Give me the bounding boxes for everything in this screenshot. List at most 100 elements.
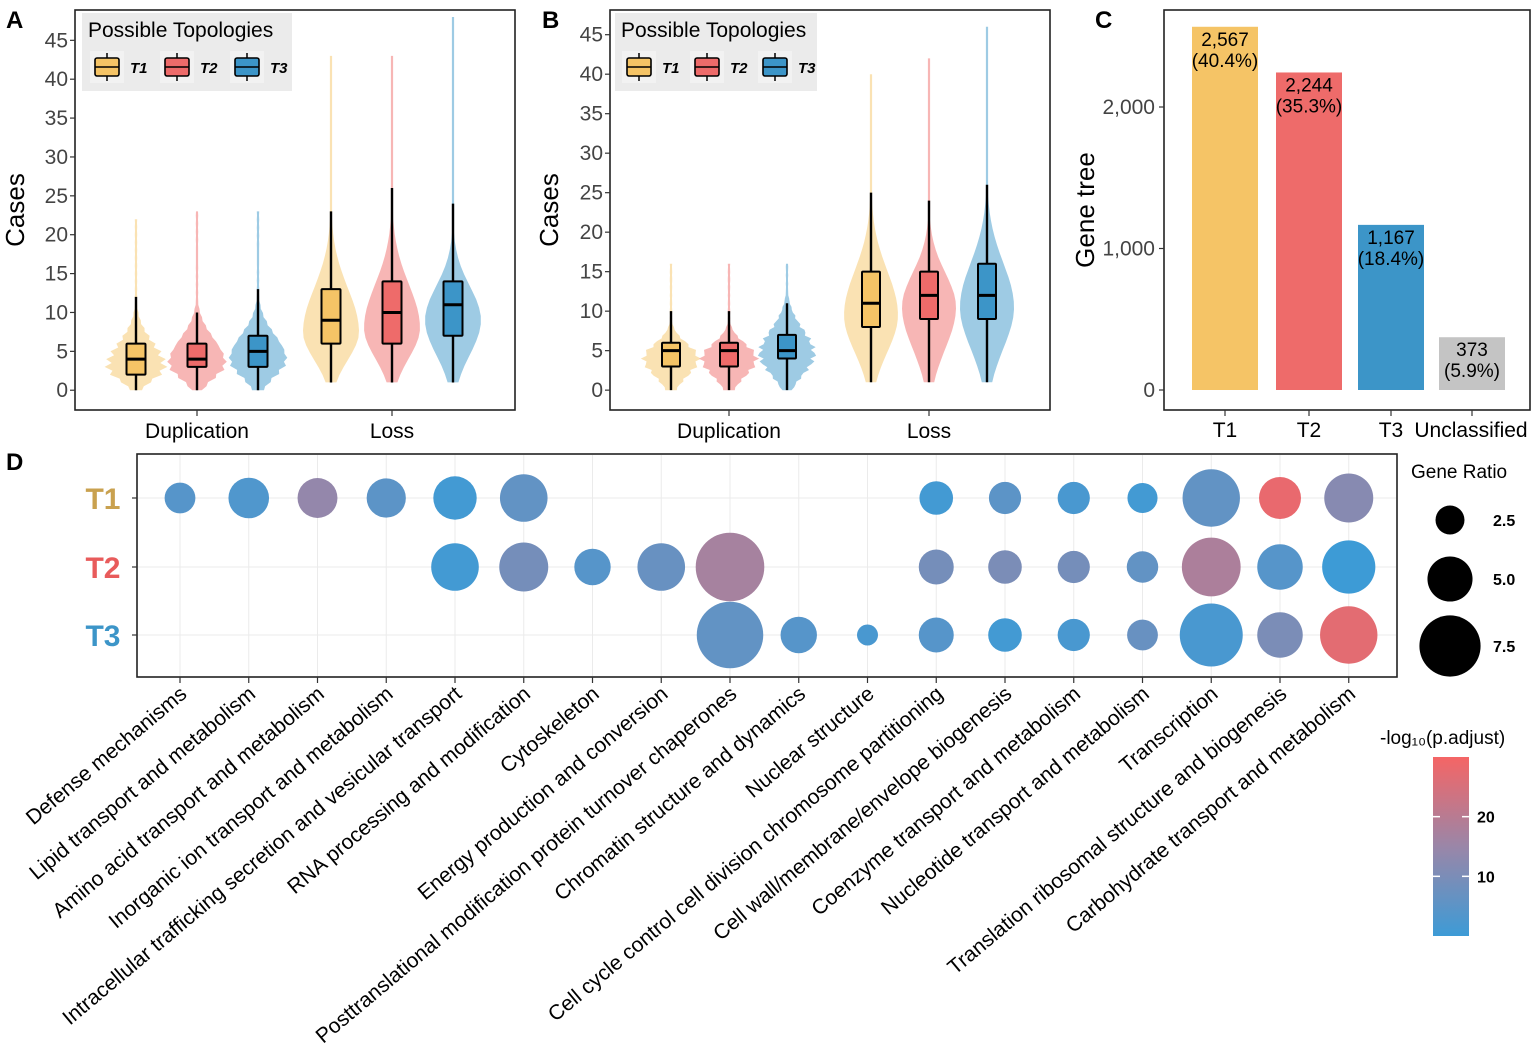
panel-b-y-tick-label: 45 — [580, 24, 603, 47]
dot-t1-5 — [499, 474, 548, 522]
dot-t2-16 — [1257, 544, 1303, 590]
color-legend-label: 20 — [1477, 810, 1495, 827]
row-label-t3: T3 — [85, 620, 120, 653]
category-label: Chromatin structure and dynamics — [550, 682, 810, 905]
dot-t3-12 — [988, 618, 1022, 652]
panel-c-x-label-t3: T3 — [1379, 419, 1404, 442]
panel-d-dots — [164, 469, 1378, 669]
panel-b-y-tick-label: 20 — [580, 221, 603, 244]
dot-t1-17 — [1324, 473, 1374, 523]
box-loss-t3 — [977, 262, 997, 321]
dot-t2-11 — [918, 549, 954, 585]
dot-t2-8 — [695, 532, 765, 602]
panel-b-legend-t3: T3 — [798, 60, 816, 77]
panel-label-d: D — [6, 449, 23, 476]
dot-t3-17 — [1320, 606, 1378, 664]
dot-t1-14 — [1127, 482, 1158, 514]
panel-a-y-tick-label: 30 — [45, 146, 68, 169]
bar-t3 — [1358, 224, 1424, 390]
panel-a-legend-t1: T1 — [130, 60, 148, 77]
dot-t3-8 — [696, 601, 764, 669]
dot-t2-17 — [1322, 540, 1376, 594]
size-legend-keys: 2.55.07.5 — [1419, 505, 1515, 677]
box-loss-t1 — [861, 270, 881, 328]
size-legend-dot — [1435, 505, 1465, 535]
dot-t2-14 — [1126, 551, 1159, 583]
dot-t3-14 — [1127, 619, 1158, 651]
panel-a-legend-keys — [90, 51, 264, 83]
size-legend-dot — [1419, 615, 1481, 677]
box-loss-t1 — [320, 288, 342, 345]
color-legend-bar — [1433, 757, 1469, 936]
dot-t1-15 — [1182, 469, 1240, 527]
dot-t2-7 — [637, 543, 686, 591]
dot-t1-11 — [919, 481, 954, 515]
panel-b-legend-keys — [622, 51, 792, 83]
violin-duplication-t2 — [167, 211, 227, 391]
dot-t1-1 — [228, 477, 270, 519]
panel-b-legend-title: Possible Topologies — [621, 19, 806, 42]
panel-a-legend-title: Possible Topologies — [88, 19, 273, 42]
panel-b-y-tick-label: 5 — [591, 340, 603, 363]
panel-b-marks — [640, 26, 1014, 416]
bar-percent-label: (5.9%) — [1444, 361, 1500, 382]
bar-value-label: 2,244 — [1285, 75, 1333, 96]
panel-b-legend-t1: T1 — [662, 60, 680, 77]
color-legend-ticks: 10 20 — [1433, 810, 1495, 886]
panel-a-legend-t2: T2 — [200, 60, 218, 77]
panel-label-c: C — [1095, 7, 1112, 34]
size-legend-title: Gene Ratio — [1411, 462, 1507, 483]
dot-t3-13 — [1057, 618, 1090, 652]
panel-b-legend-t2: T2 — [730, 60, 748, 77]
bar-percent-label: (40.4%) — [1192, 51, 1259, 72]
dot-t1-0 — [164, 482, 196, 514]
panel-a-y-tick-label: 20 — [45, 224, 68, 247]
panel-c-x-label-t1: T1 — [1213, 419, 1238, 442]
dot-t2-12 — [988, 550, 1022, 584]
size-legend-label: 7.5 — [1493, 639, 1515, 656]
dot-t1-16 — [1259, 477, 1301, 519]
panel-b-y-axis-title: Cases — [534, 173, 564, 247]
bar-percent-label: (18.4%) — [1358, 249, 1425, 270]
dot-t3-11 — [918, 617, 954, 653]
dot-t1-2 — [297, 478, 338, 518]
panel-b-y-tick-label: 35 — [580, 103, 603, 126]
dot-t3-10 — [857, 624, 878, 646]
dot-t3-9 — [780, 616, 817, 654]
panel-b-frame — [609, 9, 1051, 411]
panel-c-y-axis-title: Gene tree — [1070, 152, 1100, 268]
color-legend-label: 10 — [1477, 869, 1495, 886]
dot-t2-6 — [574, 548, 611, 586]
dot-t2-5 — [499, 542, 549, 592]
panel-a-y-tick-label: 25 — [45, 185, 68, 208]
panel-a-legend-t3: T3 — [270, 60, 288, 77]
panel-c-frame — [1163, 9, 1531, 411]
panel-b-legend: Possible Topologies T1 T2 T3 — [615, 13, 817, 91]
panel-a-y-tick-label: 0 — [56, 379, 68, 402]
panel-b-y-tick-label: 10 — [580, 300, 603, 323]
box-duplication-t2 — [719, 341, 739, 368]
bar-value-label: 2,567 — [1201, 30, 1249, 51]
violin-loss-t3 — [425, 17, 481, 383]
panel-c-bars: 2,567(40.4%)T12,244(35.3%)T21,167(18.4%)… — [1192, 26, 1528, 442]
dot-t1-3 — [366, 478, 406, 518]
panel-a-x-label-duplication: Duplication — [145, 420, 249, 443]
panel-c-y-tick-label: 0 — [1143, 379, 1155, 402]
category-label: Energy production and conversion — [414, 682, 673, 904]
bar-value-label: 373 — [1456, 340, 1488, 361]
panel-a-y-tick-label: 10 — [45, 301, 68, 324]
panel-a-legend: Possible Topologies T1 T2 T3 — [82, 13, 292, 91]
panel-d-size-legend: Gene Ratio 2.55.07.5 — [1411, 462, 1515, 677]
dot-t1-12 — [988, 481, 1022, 515]
box-duplication-t3 — [777, 333, 797, 360]
panel-a-frame — [74, 9, 516, 411]
dot-t1-13 — [1057, 481, 1090, 515]
